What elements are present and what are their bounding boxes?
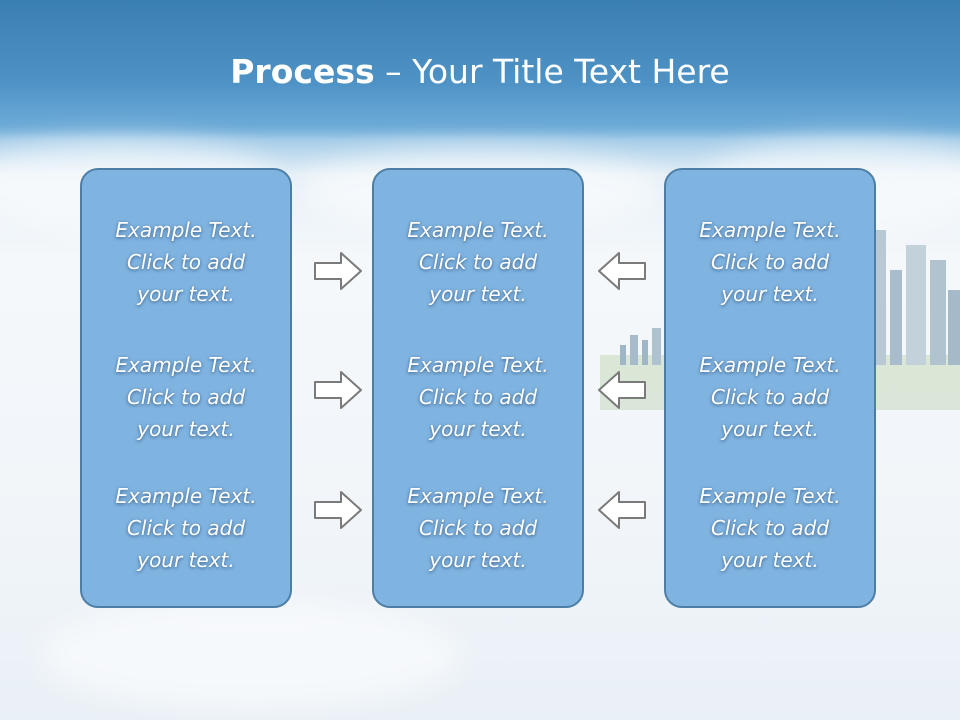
- text-line: Click to add: [710, 250, 830, 274]
- text-line: Click to add: [126, 516, 246, 540]
- text-line: Example Text.: [699, 484, 841, 508]
- cloud-decoration: [40, 600, 460, 710]
- arrow-right-icon: [314, 491, 362, 529]
- text-line: Example Text.: [407, 484, 549, 508]
- text-line: your text.: [721, 282, 819, 306]
- text-line: your text.: [721, 417, 819, 441]
- arrow-left-icon: [598, 252, 646, 290]
- text-line: your text.: [429, 417, 527, 441]
- text-placeholder[interactable]: Example Text. Click to add your text.: [374, 480, 582, 576]
- text-line: Click to add: [126, 385, 246, 409]
- arrow-left-icon: [598, 371, 646, 409]
- text-line: Click to add: [418, 516, 538, 540]
- text-line: your text.: [429, 282, 527, 306]
- text-placeholder[interactable]: Example Text. Click to add your text.: [666, 480, 874, 576]
- text-line: Click to add: [418, 385, 538, 409]
- text-line: Click to add: [710, 385, 830, 409]
- text-line: your text.: [137, 548, 235, 572]
- slide-title[interactable]: Process – Your Title Text Here: [0, 52, 960, 91]
- text-line: Example Text.: [407, 353, 549, 377]
- text-line: Example Text.: [407, 218, 549, 242]
- text-line: your text.: [429, 548, 527, 572]
- text-placeholder[interactable]: Example Text. Click to add your text.: [666, 349, 874, 445]
- arrow-left-icon: [598, 491, 646, 529]
- text-line: Example Text.: [115, 218, 257, 242]
- header-band: [0, 0, 960, 140]
- process-box-left[interactable]: Example Text. Click to add your text. Ex…: [80, 168, 292, 608]
- text-placeholder[interactable]: Example Text. Click to add your text.: [374, 214, 582, 310]
- text-line: your text.: [137, 417, 235, 441]
- text-line: Click to add: [418, 250, 538, 274]
- text-placeholder[interactable]: Example Text. Click to add your text.: [374, 349, 582, 445]
- process-box-center[interactable]: Example Text. Click to add your text. Ex…: [372, 168, 584, 608]
- title-bold: Process: [230, 52, 375, 91]
- text-line: Example Text.: [699, 218, 841, 242]
- title-rest: – Your Title Text Here: [374, 52, 730, 91]
- text-line: Click to add: [126, 250, 246, 274]
- text-line: your text.: [137, 282, 235, 306]
- text-line: Example Text.: [699, 353, 841, 377]
- text-line: Example Text.: [115, 484, 257, 508]
- text-placeholder[interactable]: Example Text. Click to add your text.: [82, 214, 290, 310]
- arrow-right-icon: [314, 371, 362, 409]
- text-line: Click to add: [710, 516, 830, 540]
- arrow-right-icon: [314, 252, 362, 290]
- text-line: your text.: [721, 548, 819, 572]
- text-placeholder[interactable]: Example Text. Click to add your text.: [82, 480, 290, 576]
- text-placeholder[interactable]: Example Text. Click to add your text.: [666, 214, 874, 310]
- text-line: Example Text.: [115, 353, 257, 377]
- process-box-right[interactable]: Example Text. Click to add your text. Ex…: [664, 168, 876, 608]
- text-placeholder[interactable]: Example Text. Click to add your text.: [82, 349, 290, 445]
